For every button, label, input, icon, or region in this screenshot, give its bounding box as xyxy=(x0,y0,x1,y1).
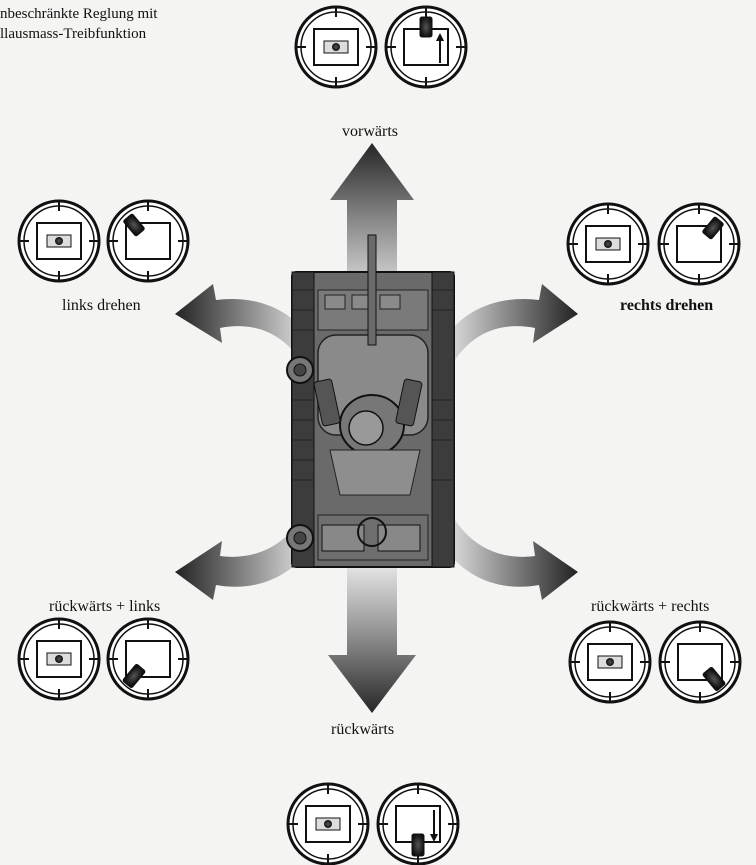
controller-reverse-right-stick-icon xyxy=(376,782,460,865)
heading-line-2: llausmass-Treibfunktion xyxy=(0,26,147,42)
label-reverse-left: rückwärts + links xyxy=(49,598,161,615)
arrow-reverse-icon xyxy=(328,565,416,713)
label-reverse: rückwärts xyxy=(331,721,395,738)
label-turn-right: rechts drehen xyxy=(620,297,714,314)
label-turn-left: links drehen xyxy=(62,297,141,314)
controller-turn-left-right-stick-icon xyxy=(106,199,190,283)
label-forward: vorwärts xyxy=(342,123,398,140)
controller-reverse-left-right-stick-icon xyxy=(106,617,190,701)
arrow-forward-icon xyxy=(330,143,414,300)
controller-turn-left-left-stick-icon xyxy=(17,199,101,283)
controller-reverse-right-left-stick-icon xyxy=(568,620,652,704)
controller-reverse-left-left-stick-icon xyxy=(17,617,101,701)
heading-text: nbeschränkte Reglung mit llausmass-Treib… xyxy=(0,4,157,44)
controller-reverse-left-stick-icon xyxy=(286,782,370,865)
arrow-turn-left-icon xyxy=(175,284,312,360)
controller-forward-right-stick-icon xyxy=(384,5,468,89)
controller-turn-right-left-stick-icon xyxy=(566,202,650,286)
tank-top-view-icon xyxy=(286,234,455,568)
controller-turn-right-right-stick-icon xyxy=(657,202,741,286)
label-reverse-right: rückwärts + rechts xyxy=(591,598,710,615)
heading-line-1: nbeschränkte Reglung mit xyxy=(0,6,158,22)
controller-reverse-right-right-stick-icon xyxy=(658,620,742,704)
controller-forward-left-stick-icon xyxy=(294,5,378,89)
arrow-reverse-right-icon xyxy=(443,520,578,600)
arrow-turn-right-icon xyxy=(443,284,578,360)
arrow-reverse-left-icon xyxy=(175,520,312,600)
